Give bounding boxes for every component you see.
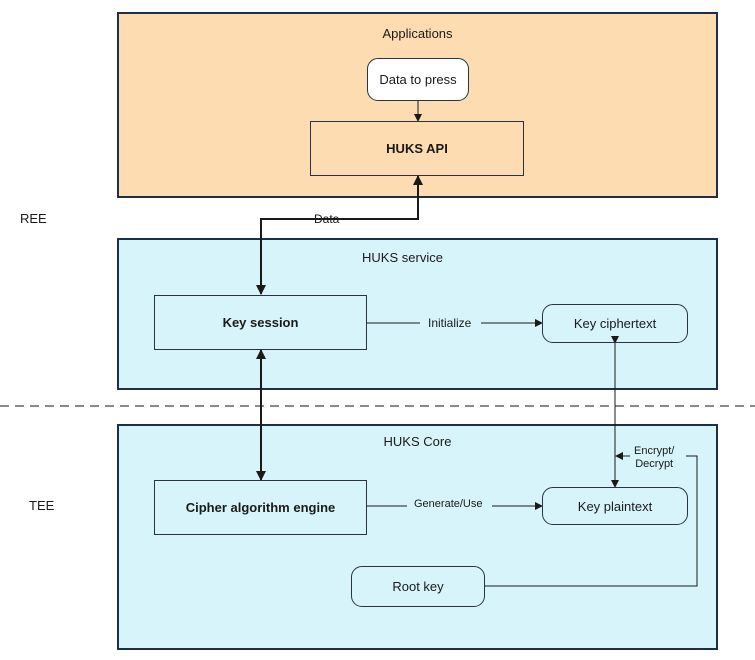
key-ciphertext-box: Key ciphertext — [542, 304, 688, 343]
generate-use-edge-label: Generate/Use — [414, 498, 483, 510]
huks-core-title: HUKS Core — [383, 434, 452, 449]
cipher-engine-box: Cipher algorithm engine — [154, 480, 367, 535]
initialize-edge-label: Initialize — [428, 316, 472, 330]
data-to-press-box: Data to press — [367, 58, 469, 101]
encrypt-label-line2: Decrypt — [635, 458, 674, 470]
root-key-path — [485, 455, 698, 587]
data-path-line — [256, 175, 423, 295]
key-session-box: Key session — [154, 295, 367, 350]
ree-label: REE — [20, 211, 47, 226]
root-key-box: Root key — [351, 566, 485, 607]
tee-label: TEE — [29, 498, 55, 513]
huks-api-box: HUKS API — [310, 121, 524, 176]
key-plaintext-box: Key plaintext — [542, 487, 688, 525]
encrypt-decrypt-edge-label: Encrypt/ Decrypt — [634, 445, 674, 471]
applications-title: Applications — [382, 26, 453, 41]
encrypt-label-line1: Encrypt/ — [634, 445, 675, 457]
data-edge-label: Data — [314, 212, 340, 226]
